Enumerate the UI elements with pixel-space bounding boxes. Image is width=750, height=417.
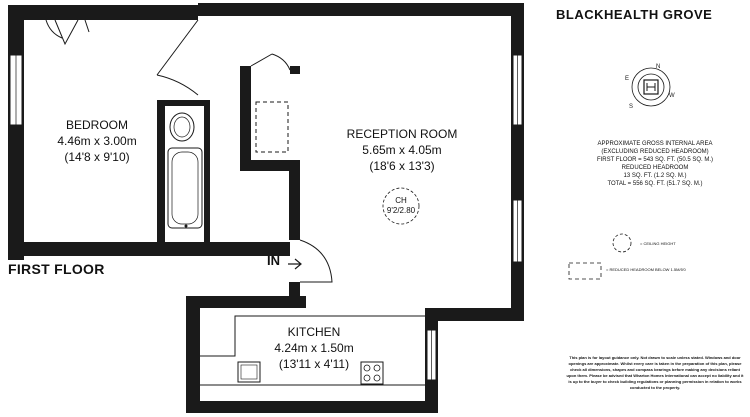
legend-ceiling-text: = CEILING HEIGHT	[640, 241, 676, 246]
wall-bathroom-right	[204, 100, 210, 250]
kitchen-hob	[360, 361, 384, 385]
area-heading1: APPROXIMATE GROSS INTERNAL AREA	[597, 141, 713, 147]
compass-south: S	[629, 104, 633, 110]
legend-ceiling-symbol	[612, 233, 632, 253]
wall-entrance-lower	[289, 282, 300, 300]
kitchen-sink	[237, 361, 261, 383]
bedroom-name: BEDROOM	[65, 118, 128, 132]
bedroom-imperial: (14'8 x 9'10)	[64, 150, 130, 164]
wall-stair-right-stub	[290, 66, 300, 74]
wall-left	[8, 5, 24, 260]
wall-kitchen-left	[186, 296, 200, 413]
reception-name: RECEPTION ROOM	[346, 127, 458, 141]
area-first-floor: FIRST FLOOR = 543 SQ. FT. (50.5 SQ. M.)	[596, 157, 714, 163]
area-summary: APPROXIMATE GROSS INTERNAL AREA (EXCLUDI…	[560, 140, 750, 188]
area-heading2: (EXCLUDING REDUCED HEADROOM)	[601, 149, 709, 155]
compass-west: W	[669, 93, 675, 99]
entrance-label: IN	[267, 253, 280, 268]
wall-top-left	[8, 5, 198, 20]
property-title: BLACKHEALTH GROVE	[556, 7, 713, 22]
area-reduced-label: REDUCED HEADROOM	[621, 165, 689, 171]
kitchen-worktop	[200, 315, 425, 357]
bathtub	[167, 147, 203, 229]
washbasin	[169, 112, 195, 142]
ceiling-height-code: CH	[395, 196, 407, 205]
compass-north: N	[656, 64, 660, 70]
wall-bottom-left	[8, 242, 290, 256]
wall-kitchen-top	[186, 296, 306, 308]
kitchen-imperial: (13'11 x 4'11)	[278, 357, 350, 371]
wall-bedroom-right	[157, 100, 165, 250]
entrance-arrow	[288, 258, 302, 270]
wall-kitchen-bottom	[186, 401, 438, 413]
kitchen-name: KITCHEN	[287, 325, 341, 339]
wall-top-right	[198, 3, 524, 16]
door-bedroom-top	[45, 19, 79, 46]
area-reduced-value: 13 SQ. FT. (1.2 SQ. M.)	[623, 173, 687, 179]
stair-reduced-headroom	[255, 101, 289, 153]
door-bathroom	[156, 19, 199, 96]
legend-reduced-symbol	[568, 262, 602, 280]
door-bedroom-top-2	[84, 19, 90, 33]
compass-icon	[631, 67, 671, 107]
ceiling-height-value: 9'2/2.80	[386, 206, 416, 215]
wall-entrance-column	[289, 160, 300, 240]
bedroom-label: BEDROOM 4.46m x 3.00m (14'8 x 9'10)	[57, 117, 136, 165]
legend-reduced-text: = REDUCED HEADROOM BELOW 1.5M/5'0	[606, 267, 686, 272]
door-entrance	[299, 239, 333, 283]
floor-label: FIRST FLOOR	[8, 261, 105, 277]
ceiling-height-label: CH 9'2/2.80	[387, 196, 415, 216]
wall-stair-bottom	[240, 160, 300, 171]
area-total: TOTAL = 556 SQ. FT. (51.7 SQ. M.)	[607, 181, 703, 187]
wall-stair-left	[240, 66, 251, 166]
wall-bathroom-top	[157, 100, 207, 106]
kitchen-label: KITCHEN 4.24m x 1.50m (13'11 x 4'11)	[274, 324, 353, 372]
bedroom-metric: 4.46m x 3.00m	[57, 134, 137, 148]
kitchen-metric: 4.24m x 1.50m	[274, 341, 354, 355]
reception-metric: 5.65m x 4.05m	[362, 143, 442, 157]
reception-label: RECEPTION ROOM 5.65m x 4.05m (18'6 x 13'…	[347, 126, 458, 174]
compass-east: E	[625, 76, 629, 82]
door-stair	[250, 53, 291, 71]
disclaimer-text: This plan is for layout guidance only. N…	[566, 355, 744, 390]
ceiling-height-marker	[382, 187, 420, 225]
wall-right-kitchen	[425, 308, 524, 321]
reception-imperial: (18'6 x 13'3)	[369, 159, 435, 173]
wall-right	[511, 3, 524, 321]
